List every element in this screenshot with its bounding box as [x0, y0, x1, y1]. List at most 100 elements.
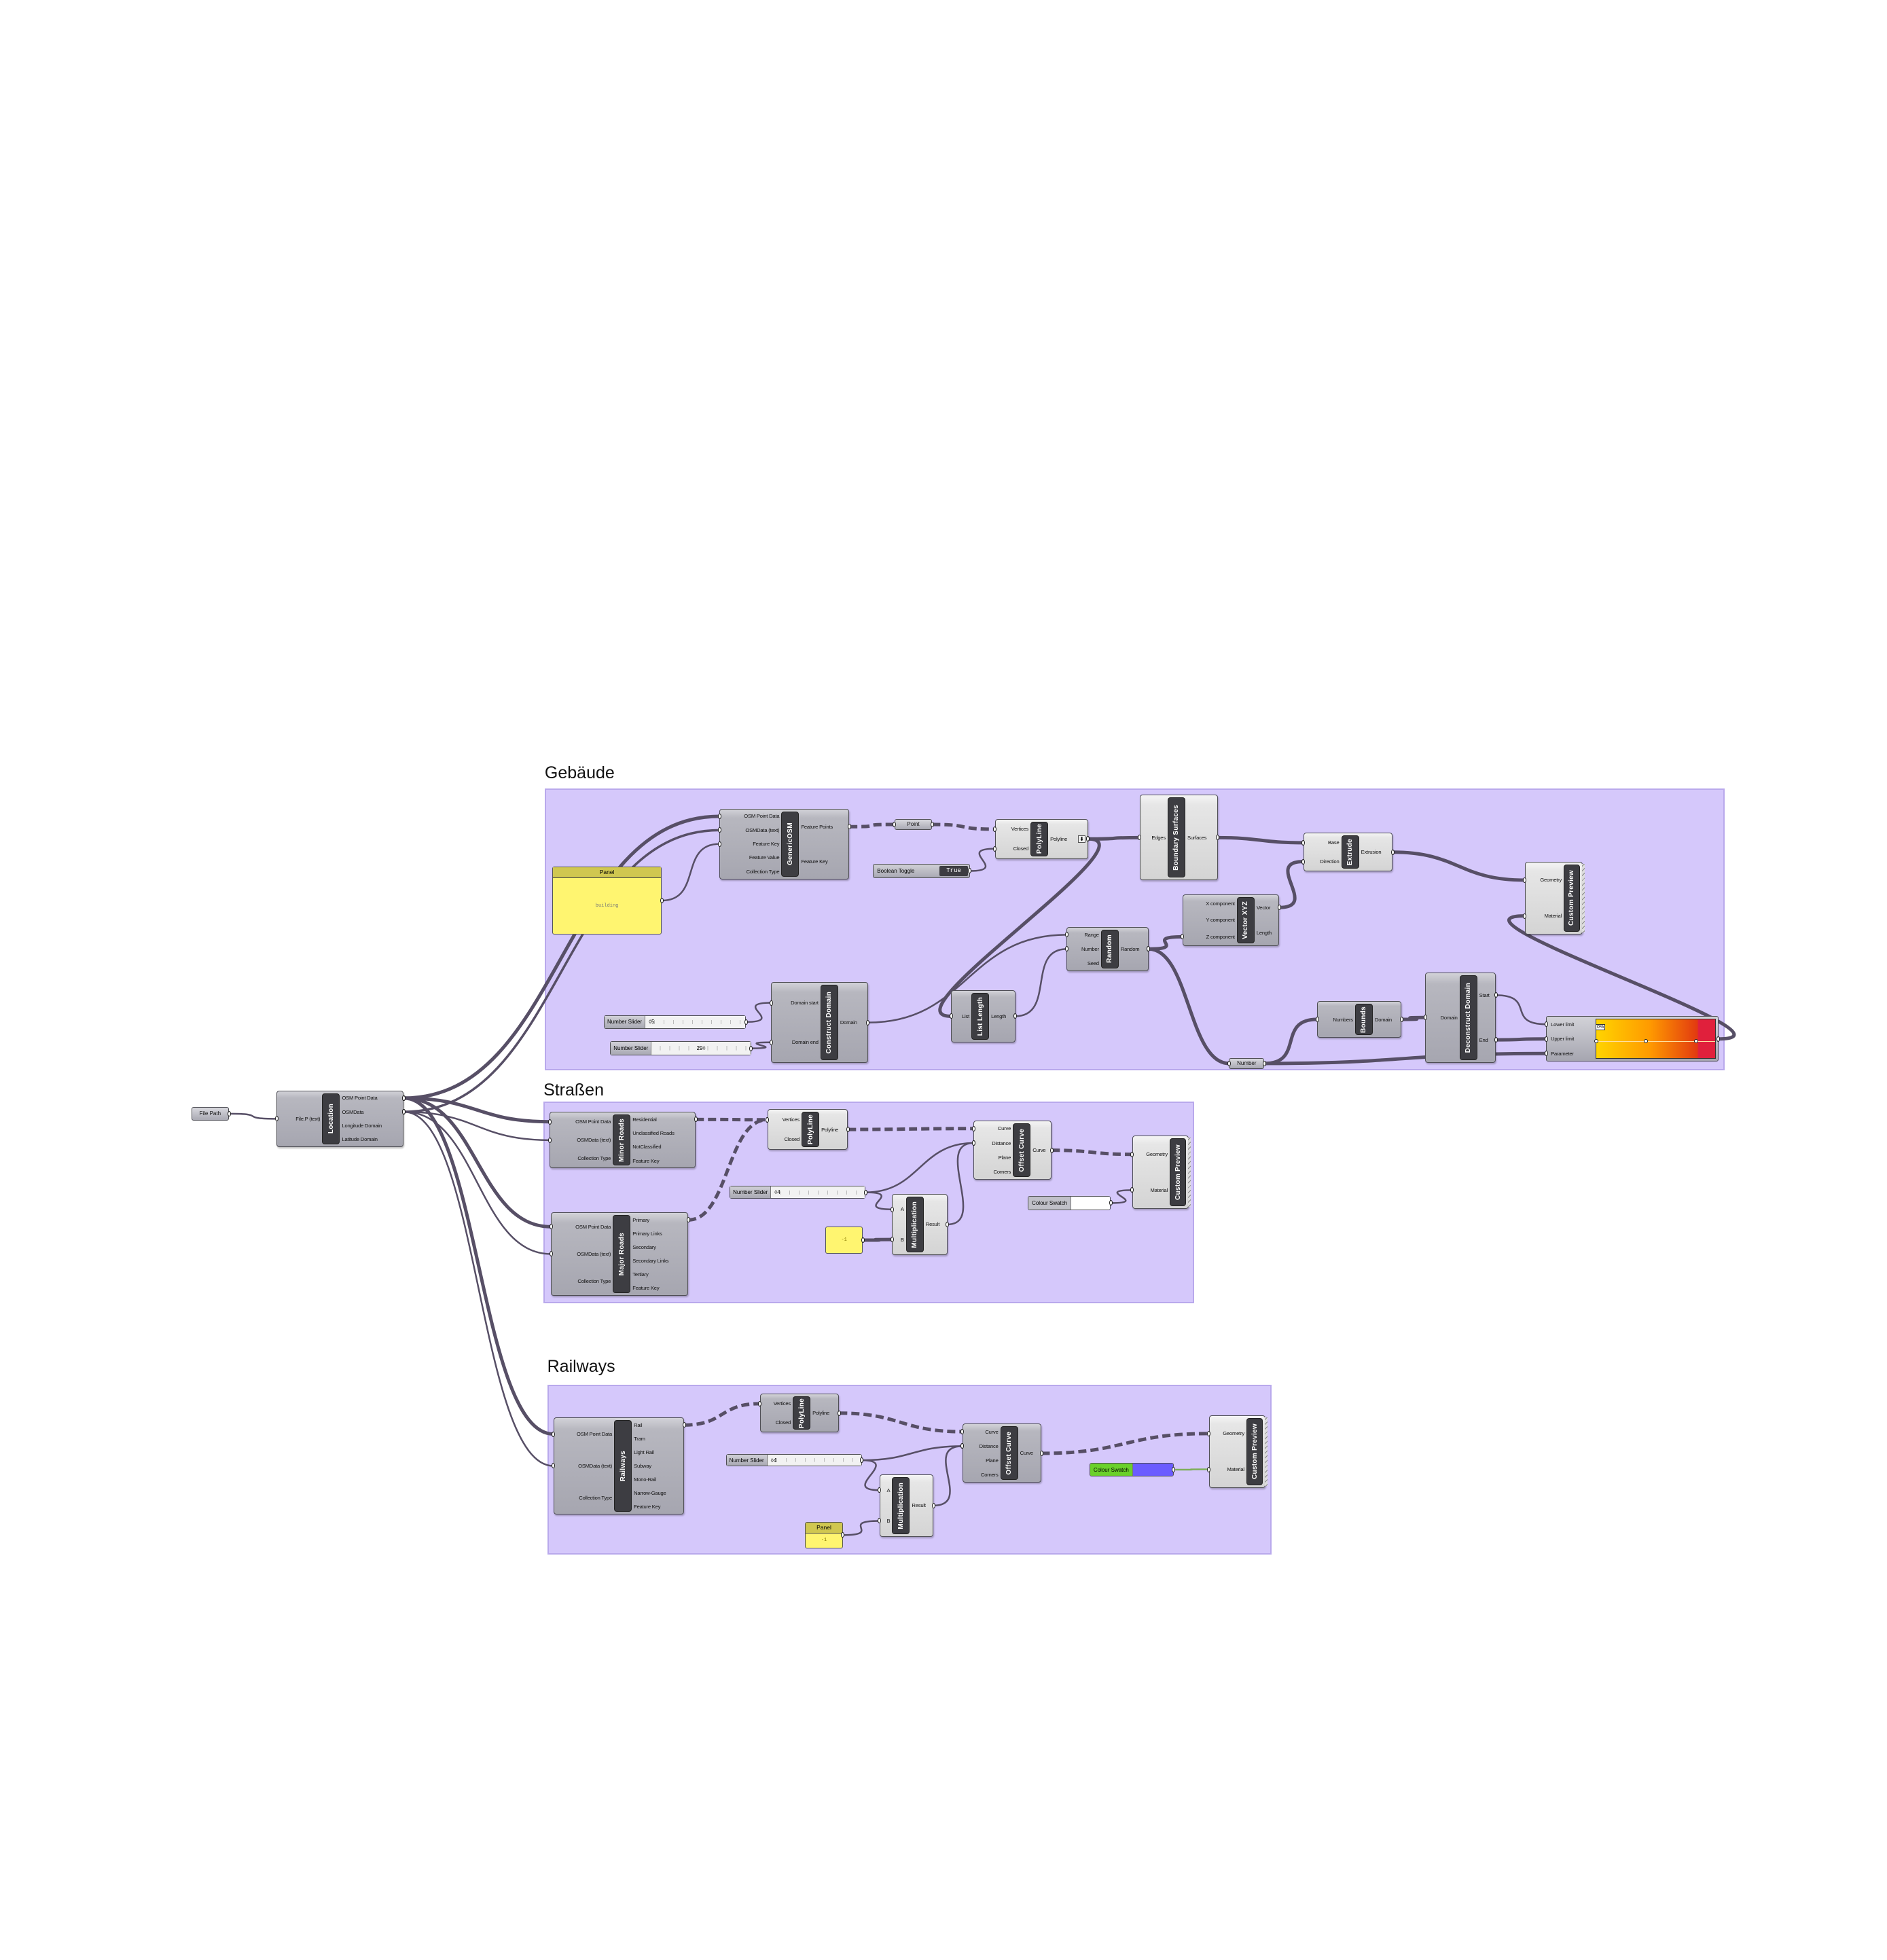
input-port-grip[interactable]	[890, 1206, 894, 1212]
output-port-label[interactable]: Residential	[632, 1116, 657, 1123]
input-port-grip[interactable]	[547, 1119, 552, 1125]
component-name-bar[interactable]: Bounds	[1354, 1004, 1373, 1035]
input-port-grip[interactable]	[1315, 1017, 1319, 1023]
input-port-label[interactable]: Y component	[1206, 917, 1235, 924]
output-port-grip[interactable]	[401, 1109, 406, 1115]
output-port-label[interactable]: Extrusion	[1361, 849, 1382, 856]
output-port-grip[interactable]	[1262, 1060, 1266, 1066]
component-name-bar[interactable]: Minor Roads	[613, 1114, 631, 1166]
output-port-label[interactable]: Feature Points	[801, 823, 833, 830]
input-port-label[interactable]: OSMData (text)	[577, 1137, 611, 1144]
input-port-label[interactable]: A	[886, 1487, 891, 1493]
input-port-label[interactable]: Feature Value	[749, 854, 780, 861]
output-port-label[interactable]: Feature Key	[632, 1157, 660, 1164]
input-port-label[interactable]: Curve	[997, 1125, 1011, 1132]
slider-grip-icon[interactable]: ◊	[702, 1045, 706, 1052]
input-port-label[interactable]: Seed	[1087, 960, 1099, 966]
component-name-bar[interactable]: PolyLine	[1030, 821, 1049, 856]
input-port-grip[interactable]	[549, 1224, 553, 1230]
output-port-label[interactable]: Subway	[634, 1462, 651, 1469]
output-port-label[interactable]: Result	[912, 1502, 926, 1509]
output-port-grip[interactable]	[227, 1110, 231, 1117]
component-name-bar[interactable]: Location	[322, 1093, 340, 1144]
input-port-label[interactable]: B	[886, 1517, 891, 1524]
output-port-label[interactable]: Length	[991, 1013, 1007, 1019]
output-port-label[interactable]: Unclassified Roads	[632, 1130, 675, 1137]
input-port-grip[interactable]	[1301, 858, 1306, 865]
input-port-grip[interactable]	[971, 1125, 975, 1131]
input-port-label[interactable]: Material	[1150, 1186, 1168, 1193]
slider-track[interactable]: ◊4	[771, 1186, 865, 1198]
component-name-bar[interactable]: Custom Preview	[1169, 1138, 1187, 1206]
output-port-grip[interactable]	[401, 1095, 406, 1101]
input-port-label[interactable]: OSM Point Data	[744, 813, 780, 820]
input-port-label[interactable]: Material	[1544, 913, 1562, 920]
input-port-label[interactable]: Vertices	[773, 1400, 791, 1407]
input-port-label[interactable]: Distance	[979, 1442, 999, 1449]
point-param[interactable]: Point	[894, 818, 933, 831]
input-port-grip[interactable]	[1544, 1051, 1548, 1057]
output-port-label[interactable]: Latitude Domain	[342, 1136, 378, 1143]
input-port-label[interactable]: Collection Type	[577, 1155, 611, 1162]
swatch-color[interactable]	[1071, 1197, 1111, 1210]
input-port-label[interactable]: OSM Point Data	[575, 1119, 611, 1125]
input-port-label[interactable]: Z component	[1206, 933, 1235, 940]
filepath-param[interactable]: File Path	[191, 1106, 230, 1121]
output-port-grip[interactable]	[930, 821, 934, 827]
output-port-label[interactable]: OSMData	[342, 1108, 364, 1115]
output-port-label[interactable]: OSM Point Data	[342, 1095, 378, 1102]
output-port-label[interactable]: Polyline	[812, 1410, 830, 1417]
input-port-grip[interactable]	[1227, 1060, 1231, 1066]
input-port-label[interactable]: Edges	[1151, 834, 1166, 841]
output-port-label[interactable]: Primary	[632, 1216, 650, 1223]
component-name-bar[interactable]: Vector XYZ	[1236, 896, 1255, 943]
input-port-grip[interactable]	[717, 841, 721, 847]
output-port-grip[interactable]	[1390, 849, 1395, 855]
component-name-bar[interactable]: PolyLine	[793, 1396, 811, 1430]
input-port-label[interactable]: Domain	[1440, 1014, 1458, 1021]
component-name-bar[interactable]: Random	[1100, 929, 1119, 968]
output-port-grip[interactable]	[1494, 992, 1498, 998]
input-port-label[interactable]: Collection Type	[746, 868, 780, 875]
component-name-bar[interactable]: Offset Curve	[1000, 1426, 1018, 1481]
input-port-label[interactable]: Closed	[1013, 846, 1029, 852]
input-port-grip[interactable]	[949, 1013, 953, 1019]
toggle-value[interactable]: True	[939, 866, 968, 876]
output-port-label[interactable]: Rail	[634, 1421, 643, 1428]
component-name-bar[interactable]: Offset Curve	[1013, 1123, 1031, 1178]
output-port-label[interactable]: Longitude Domain	[342, 1122, 382, 1129]
output-port-label[interactable]: Vector	[1256, 904, 1271, 911]
input-port-label[interactable]: Geometry	[1223, 1430, 1244, 1437]
input-port-label[interactable]: Numbers	[1333, 1016, 1353, 1023]
input-port-grip[interactable]	[971, 1140, 975, 1146]
input-port-label[interactable]: A	[900, 1206, 904, 1213]
input-port-label[interactable]: Corners	[981, 1472, 999, 1478]
output-port-label[interactable]: Tram	[634, 1435, 645, 1442]
component-name-bar[interactable]: Multiplication	[892, 1476, 910, 1535]
output-port-label[interactable]: Feature Key	[801, 858, 828, 865]
component-name-bar[interactable]: List Length	[971, 992, 990, 1040]
output-port-grip[interactable]	[861, 1237, 865, 1244]
output-port-label[interactable]: Primary Links	[632, 1230, 662, 1237]
swatch-color[interactable]	[1132, 1463, 1173, 1476]
panel-text[interactable]: building	[595, 903, 619, 909]
input-port-label[interactable]: B	[900, 1236, 904, 1243]
output-port-grip[interactable]	[749, 1045, 753, 1051]
input-port-label[interactable]: Plane	[998, 1154, 1011, 1161]
colour-swatch[interactable]: Colour Swatch	[1089, 1462, 1174, 1477]
number-slider[interactable]: Number Slider◊5	[603, 1015, 747, 1029]
input-port-label[interactable]: OSMData (text)	[745, 827, 780, 833]
input-port-label[interactable]: OSMData (text)	[577, 1250, 611, 1257]
output-port-label[interactable]: Polyline	[1050, 835, 1068, 842]
